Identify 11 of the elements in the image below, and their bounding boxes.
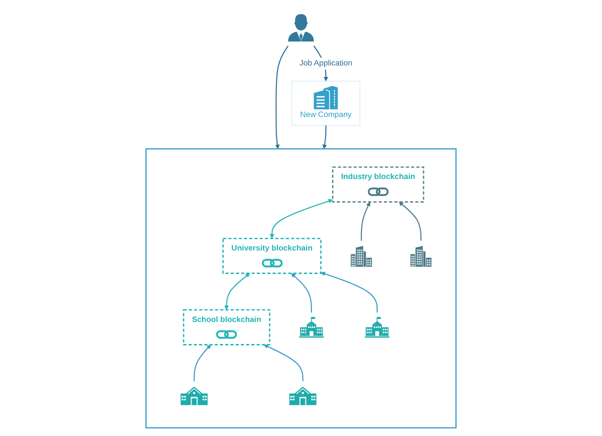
arrow (322, 125, 327, 150)
arrow (320, 272, 378, 313)
arrow (275, 46, 289, 150)
arrow (360, 202, 370, 241)
arrow (264, 344, 304, 382)
arrow (224, 273, 250, 310)
arrow (194, 344, 212, 382)
arrow (291, 273, 312, 313)
arrow (398, 202, 422, 241)
cluster (145, 148, 457, 428)
arrow (270, 198, 333, 239)
